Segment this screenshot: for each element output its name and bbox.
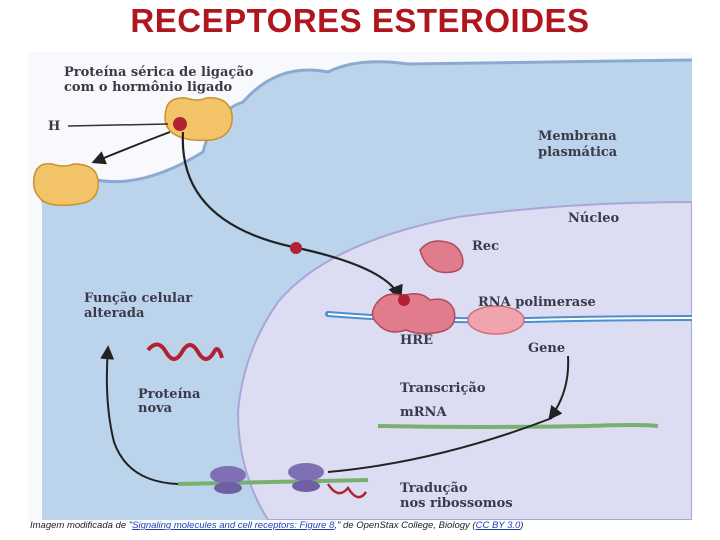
new-protein: [146, 342, 224, 361]
label-function-2: alterada: [84, 306, 145, 321]
label-nucleus: Núcleo: [568, 211, 619, 226]
label-hre: HRE: [400, 333, 433, 348]
label-mrna: mRNA: [400, 405, 447, 420]
label-serum-protein-2: com o hormônio ligado: [64, 80, 233, 95]
label-gene: Gene: [528, 341, 565, 356]
release-arrow: [91, 131, 171, 165]
license-link[interactable]: CC BY 3.0: [475, 520, 521, 531]
hormone-dot-nuclear: [398, 294, 410, 306]
label-function-1: Função celular: [84, 291, 192, 306]
label-rna-polymerase: RNA polimerase: [478, 295, 596, 310]
mrna-strand-cytoplasm: [177, 478, 369, 486]
label-membrane-2: plasmática: [538, 145, 618, 160]
page-title: RECEPTORES ESTEROIDES: [130, 2, 590, 39]
label-hormone: H: [48, 119, 60, 134]
mrna-strand-nuclear: [377, 423, 659, 429]
hormone-dot-bound: [173, 117, 187, 131]
gene-transcription-arrow: [548, 355, 570, 421]
label-translation-1: Tradução: [400, 481, 468, 496]
nascent-polypeptide: [326, 483, 368, 499]
nucleus: [236, 200, 692, 520]
protein-return-arrow: [100, 345, 179, 485]
label-new-protein-2: nova: [138, 401, 173, 416]
label-transcription: Transcrição: [400, 381, 486, 396]
hormone-receptor-complex: [371, 293, 456, 335]
caption-middle: ," de OpenStax College, Biology (: [334, 520, 476, 531]
receptor: [419, 240, 464, 274]
steroid-receptor-diagram: Proteína sérica de ligação com o hormôni…: [28, 52, 692, 520]
ribosome-2: [288, 463, 324, 481]
label-receptor: Rec: [472, 239, 499, 254]
caption-suffix: ): [520, 520, 524, 531]
label-new-protein-1: Proteína: [138, 387, 201, 402]
hormone-dot-cytoplasm: [290, 242, 302, 254]
label-membrane-1: Membrana: [538, 129, 617, 144]
label-translation-2: nos ribossomos: [400, 496, 513, 511]
ribosome-2-small: [292, 480, 320, 492]
caption-prefix: Imagem modificada de ": [30, 520, 133, 531]
image-credit-caption: Imagem modificada de "Signaling molecule…: [30, 520, 710, 536]
rna-polymerase: [467, 305, 525, 335]
hormone-pointer: [67, 123, 169, 127]
label-serum-protein-1: Proteína sérica de ligação: [64, 65, 254, 80]
mrna-export-arrow: [327, 417, 553, 473]
ribosome-1-small: [214, 482, 242, 494]
serum-binding-protein-free: [32, 163, 99, 207]
source-figure-link[interactable]: Signaling molecules and cell receptors: …: [132, 520, 335, 531]
ribosome-1: [210, 466, 246, 484]
